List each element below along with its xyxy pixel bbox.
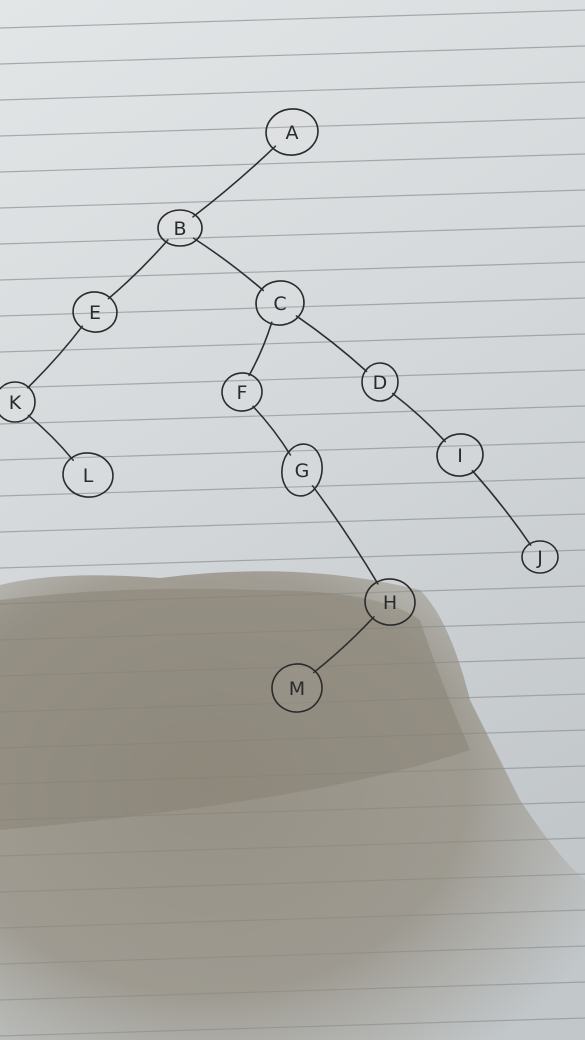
- node-circle: [72, 291, 118, 333]
- tree-node-d: D: [361, 362, 399, 402]
- node-label: G: [295, 460, 310, 482]
- ruled-line: [0, 513, 585, 533]
- tree-node-j: J: [521, 540, 559, 574]
- node-circle: [364, 578, 416, 626]
- tree-node-c: C: [255, 280, 305, 326]
- ruled-line: [0, 441, 585, 461]
- tree-node-m: M: [271, 663, 323, 713]
- tree-node-g: G: [281, 443, 323, 497]
- node-label: B: [173, 218, 186, 240]
- edge-c-d: [295, 315, 368, 373]
- ruled-line: [0, 9, 585, 29]
- tree-node-a: A: [265, 108, 319, 156]
- ruled-line: [0, 549, 585, 569]
- node-circle: [271, 663, 323, 713]
- edge-b-c: [192, 237, 265, 292]
- node-label: I: [457, 445, 463, 467]
- ruled-line: [0, 189, 585, 209]
- node-circle: [281, 443, 323, 497]
- ruled-line: [0, 261, 585, 281]
- tree-nodes: A B E C K L F D G I J H M: [0, 108, 559, 713]
- ruled-line: [0, 45, 585, 65]
- hand-shadow: [0, 571, 585, 1040]
- edge-a-b: [192, 145, 277, 218]
- ruled-line: [0, 369, 585, 389]
- tree-node-k: K: [0, 381, 36, 423]
- ruled-line: [0, 297, 585, 317]
- node-label: K: [9, 392, 22, 414]
- node-circle: [157, 209, 203, 247]
- node-label: F: [237, 382, 248, 404]
- node-circle: [521, 540, 559, 574]
- edge-b-e: [107, 239, 169, 300]
- tree-node-h: H: [364, 578, 416, 626]
- node-label: L: [83, 465, 94, 487]
- ruled-line: [0, 117, 585, 137]
- edge-e-k: [26, 325, 84, 389]
- edge-c-f: [248, 321, 273, 377]
- tree-node-f: F: [221, 372, 263, 412]
- ruled-line: [0, 477, 585, 497]
- edge-g-h: [311, 485, 379, 585]
- hand-shadow-core: [0, 588, 470, 830]
- edge-i-j: [471, 469, 532, 546]
- ruled-line: [0, 81, 585, 101]
- edge-k-l: [27, 414, 75, 462]
- node-label: E: [89, 302, 101, 324]
- node-label: C: [273, 293, 286, 315]
- node-circle: [361, 362, 399, 402]
- tree-node-e: E: [72, 291, 118, 333]
- tree-node-b: B: [157, 209, 203, 247]
- node-circle: [62, 452, 114, 498]
- node-circle: [0, 381, 36, 423]
- edge-d-i: [391, 392, 447, 443]
- node-label: A: [286, 122, 299, 144]
- tree-node-i: I: [436, 433, 484, 477]
- node-label: M: [289, 678, 305, 700]
- node-circle: [265, 108, 319, 156]
- tree-node-l: L: [62, 452, 114, 498]
- tree-edges: [26, 145, 532, 674]
- ruled-line: [0, 405, 585, 425]
- ruled-line: [0, 153, 585, 173]
- node-label: J: [536, 547, 543, 569]
- ruled-line: [0, 225, 585, 245]
- node-label: D: [373, 372, 388, 394]
- node-circle: [255, 280, 305, 326]
- edge-f-g: [252, 405, 292, 456]
- edge-h-m: [312, 616, 375, 674]
- node-label: H: [383, 592, 397, 614]
- ruled-line: [0, 333, 585, 353]
- node-circle: [436, 433, 484, 477]
- node-circle: [221, 372, 263, 412]
